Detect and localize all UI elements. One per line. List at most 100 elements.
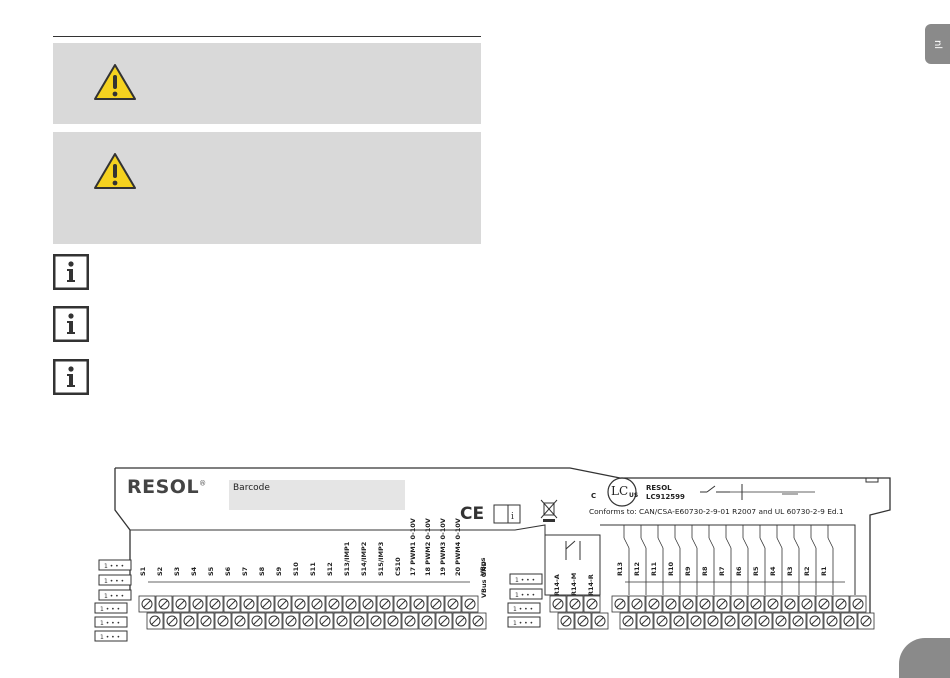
relay-terminal-label: R10	[667, 561, 675, 576]
terminal-screw	[656, 615, 668, 627]
terminal-screw-slot	[347, 600, 355, 608]
relay-switch-contact	[793, 537, 800, 549]
sensor-terminal-label: 19 PWM3 0-10V	[439, 518, 447, 576]
terminal-screw-slot	[811, 617, 819, 625]
terminal-screw	[353, 615, 365, 627]
terminal-screw	[552, 598, 564, 610]
sensor-terminal-label: S8	[258, 566, 266, 576]
terminal-screw	[569, 598, 581, 610]
ul-brand-block: RESOL LC912599	[646, 484, 685, 502]
cert-c-label: C	[591, 492, 597, 500]
terminal-screw-slot	[579, 617, 587, 625]
terminal-screw	[404, 615, 416, 627]
terminal-screw	[345, 598, 357, 610]
terminal-screw-slot	[406, 617, 414, 625]
terminal-screw-slot	[415, 600, 423, 608]
model-number: LC912599	[646, 493, 685, 501]
terminal-screw-slot	[381, 600, 389, 608]
pin-connector-label: 1 • • •	[515, 592, 535, 599]
terminal-screw	[447, 598, 459, 610]
cert-lc-label: LC	[611, 484, 629, 498]
terminal-screw	[387, 615, 399, 627]
certification-mark	[607, 477, 637, 507]
pin-connector-label: 1 • • •	[513, 620, 533, 627]
terminal-screw	[226, 598, 238, 610]
terminal-screw-slot	[398, 600, 406, 608]
terminal-screw	[200, 615, 212, 627]
pin-connector[interactable]	[94, 602, 128, 614]
terminal-screw-slot	[684, 600, 692, 608]
terminal-screw-slot	[633, 600, 641, 608]
terminal-screw-slot	[279, 600, 287, 608]
weee-bin-icon	[540, 499, 558, 522]
pin-connector[interactable]	[94, 616, 128, 628]
terminal-screw	[217, 615, 229, 627]
pin-connector[interactable]	[507, 616, 541, 628]
relay-switch-contact	[742, 537, 749, 549]
language-tab[interactable]: nl	[925, 24, 950, 64]
pin-connector[interactable]	[98, 559, 132, 571]
pin-connector[interactable]	[509, 588, 543, 600]
terminal-screw	[724, 615, 736, 627]
terminal-screw-slot	[296, 600, 304, 608]
terminal-screw-slot	[432, 600, 440, 608]
terminal-screw	[311, 598, 323, 610]
terminal-screw	[577, 615, 589, 627]
pin-connector-label: 1 • • •	[513, 606, 533, 613]
relay-terminal-label: R1	[820, 566, 828, 576]
terminal-screw-slot	[313, 600, 321, 608]
barcode-area: Barcode	[229, 480, 405, 510]
pin-connector[interactable]	[94, 630, 128, 642]
pin-connector[interactable]	[507, 602, 541, 614]
terminal-screw-slot	[596, 617, 604, 625]
terminal-screw	[251, 615, 263, 627]
terminal-screw-slot	[726, 617, 734, 625]
sensor-terminal-label: S14/IMP2	[360, 541, 368, 576]
ul-brand: RESOL	[646, 484, 672, 492]
terminal-screw	[285, 615, 297, 627]
terminal-screw-slot	[321, 617, 329, 625]
warning-triangle-icon	[94, 64, 136, 100]
ce-mark: CE	[460, 504, 485, 524]
terminal-screw	[586, 598, 598, 610]
terminal-screw-slot	[457, 617, 465, 625]
terminal-screw-slot	[338, 617, 346, 625]
sensor-terminal-label: S10	[292, 562, 300, 576]
sensor-terminal-label: 18 PWM2 0-10V	[424, 518, 432, 576]
terminal-screw	[455, 615, 467, 627]
terminal-screw-slot	[228, 600, 236, 608]
terminal-screw	[328, 598, 340, 610]
terminal-screw-slot	[845, 617, 853, 625]
sensor-terminal-label: S9	[275, 566, 283, 576]
pin-connector[interactable]	[509, 573, 543, 585]
relay-terminal-label: R13	[616, 561, 624, 576]
pin-connector[interactable]	[98, 574, 132, 586]
relay-switch-contact	[725, 537, 732, 549]
terminal-screw	[622, 615, 634, 627]
terminal-screw-slot	[571, 600, 579, 608]
pin-connector[interactable]	[98, 589, 132, 601]
terminal-screw	[209, 598, 221, 610]
terminal-screw	[631, 598, 643, 610]
terminal-screw-slot	[364, 600, 372, 608]
terminal-screw-slot	[372, 617, 380, 625]
terminal-screw	[302, 615, 314, 627]
terminal-screw-slot	[562, 617, 570, 625]
relay-switch-contact	[691, 537, 698, 549]
terminal-screw	[750, 598, 762, 610]
terminal-screw-slot	[177, 600, 185, 608]
pin-connector-label: 1 • • •	[515, 577, 535, 584]
terminal-screw	[665, 598, 677, 610]
terminal-screw-slot	[675, 617, 683, 625]
terminal-screw-slot	[820, 600, 828, 608]
terminal-screw	[560, 615, 572, 627]
terminal-screw	[639, 615, 651, 627]
terminal-screw-slot	[760, 617, 768, 625]
pin-connector-label: 1 • • •	[104, 578, 124, 585]
sensor-terminal-label: S2	[156, 566, 164, 576]
terminal-screw	[336, 615, 348, 627]
relay-terminal-label: R8	[701, 566, 709, 576]
terminal-screw	[775, 615, 787, 627]
terminal-screw-slot	[667, 600, 675, 608]
terminal-screw-slot	[701, 600, 709, 608]
